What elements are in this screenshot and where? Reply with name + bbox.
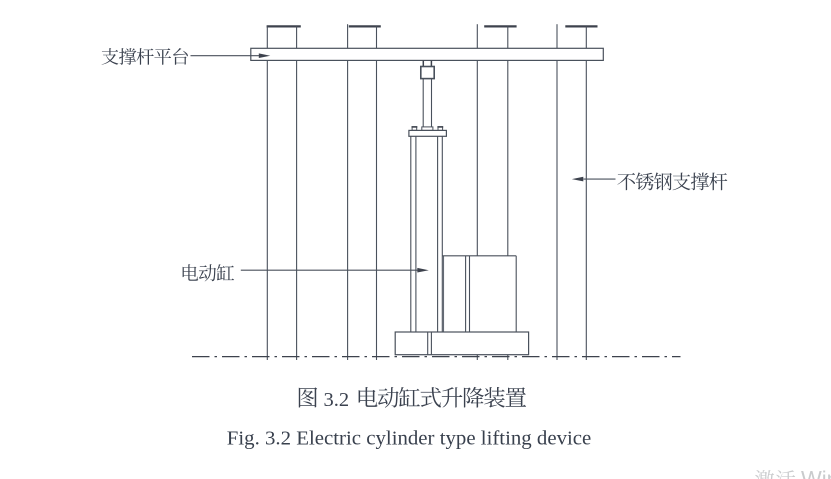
svg-text:Win: Win xyxy=(801,467,831,479)
svg-text:Fig. 3.2 Electric cylinder typ: Fig. 3.2 Electric cylinder type lifting … xyxy=(227,428,592,450)
svg-text:3.2: 3.2 xyxy=(324,389,350,411)
